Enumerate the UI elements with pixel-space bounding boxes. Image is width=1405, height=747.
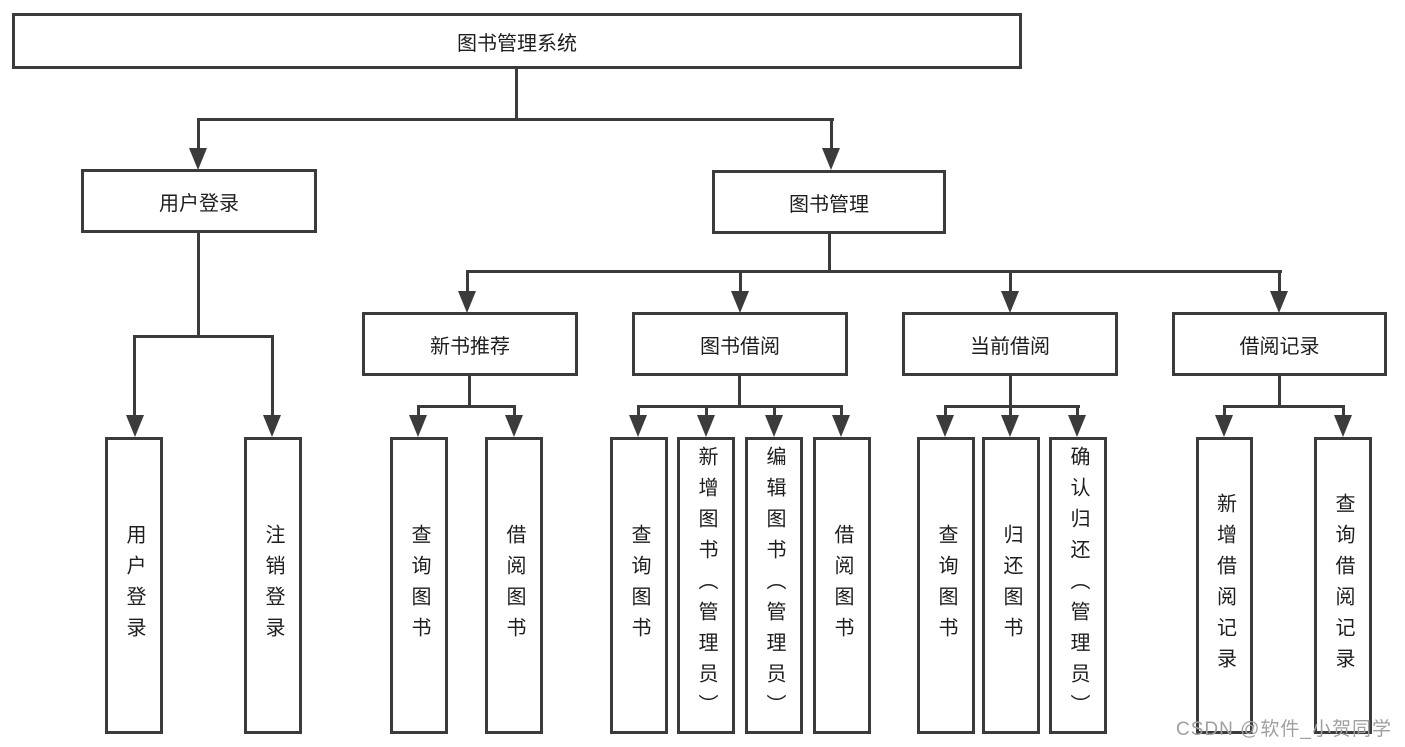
leaf-borrow-books-2-label: 借阅图书 bbox=[831, 523, 853, 648]
node-new-book-recommend: 新书推荐 bbox=[362, 312, 578, 376]
node-borrow-records: 借阅记录 bbox=[1172, 312, 1387, 376]
leaf-borrow-books-1: 借阅图书 bbox=[485, 437, 543, 734]
connector-borrowsec-bar bbox=[637, 405, 842, 408]
arrow-to-leaf-add-record-icon bbox=[1215, 415, 1233, 437]
connector-recordsec-drop2 bbox=[1342, 405, 1345, 417]
connector-currentsec-bar bbox=[944, 405, 1080, 408]
arrow-to-leaf-confirm-return-icon bbox=[1068, 415, 1086, 437]
arrow-to-new-book-recommend-icon bbox=[458, 291, 476, 313]
arrow-to-leaf-borrow-books-2-icon bbox=[832, 415, 850, 437]
arrow-to-leaf-logout-icon bbox=[263, 415, 281, 437]
arrow-to-leaf-return-book-icon bbox=[1001, 415, 1019, 437]
leaf-confirm-return-admin-label: 确认归还（管理员） bbox=[1067, 446, 1089, 725]
leaf-add-book-admin-label: 新增图书（管理员） bbox=[695, 446, 717, 725]
connector-userlogin-stem bbox=[197, 233, 200, 337]
arrow-to-leaf-query-books-1-icon bbox=[409, 415, 427, 437]
leaf-user-login-label: 用户登录 bbox=[123, 523, 145, 648]
node-book-borrow-label: 图书借阅 bbox=[700, 335, 780, 358]
connector-recordsec-bar bbox=[1223, 405, 1345, 408]
node-current-borrow: 当前借阅 bbox=[902, 312, 1118, 376]
connector-borrowsec-drop4 bbox=[840, 405, 843, 417]
arrow-to-user-login-icon bbox=[189, 148, 207, 170]
connector-recordsec-stem bbox=[1278, 375, 1281, 407]
node-root-label: 图书管理系统 bbox=[457, 32, 577, 55]
connector-currentsec-drop2 bbox=[1009, 405, 1012, 417]
leaf-edit-book-admin-label: 编辑图书（管理员） bbox=[763, 446, 785, 725]
leaf-logout-label: 注销登录 bbox=[262, 523, 284, 648]
leaf-query-borrow-record-label: 查询借阅记录 bbox=[1332, 492, 1354, 679]
arrow-to-leaf-query-books-2-icon bbox=[629, 415, 647, 437]
connector-root-bar bbox=[197, 118, 834, 121]
csdn-watermark: CSDN @软件_小贺同学 bbox=[1176, 719, 1392, 740]
connector-recordsec-drop1 bbox=[1223, 405, 1226, 417]
leaf-borrow-books-1-label: 借阅图书 bbox=[503, 523, 525, 648]
leaf-query-books-3-label: 查询图书 bbox=[935, 523, 957, 648]
node-book-borrow: 图书借阅 bbox=[632, 312, 848, 376]
node-user-login-label: 用户登录 bbox=[159, 192, 239, 215]
arrow-to-leaf-user-login-icon bbox=[126, 415, 144, 437]
leaf-add-book-admin: 新增图书（管理员） bbox=[677, 437, 735, 734]
arrow-to-book-borrow-icon bbox=[731, 291, 749, 313]
connector-recommend-drop2 bbox=[513, 405, 516, 417]
leaf-borrow-books-2: 借阅图书 bbox=[813, 437, 871, 734]
node-book-management: 图书管理 bbox=[712, 170, 946, 234]
leaf-query-books-2: 查询图书 bbox=[610, 437, 668, 734]
leaf-add-borrow-record: 新增借阅记录 bbox=[1196, 437, 1253, 734]
connector-borrowsec-stem bbox=[738, 375, 741, 407]
node-borrow-records-label: 借阅记录 bbox=[1239, 335, 1320, 358]
arrow-to-leaf-edit-book-icon bbox=[765, 415, 783, 437]
connector-bookmgmt-drop2 bbox=[739, 270, 742, 295]
leaf-user-login: 用户登录 bbox=[105, 437, 163, 734]
connector-borrowsec-drop2 bbox=[705, 405, 708, 417]
node-new-book-recommend-label: 新书推荐 bbox=[430, 335, 510, 358]
connector-recommend-bar bbox=[417, 405, 516, 408]
leaf-query-books-1: 查询图书 bbox=[390, 437, 448, 734]
leaf-return-book-label: 归还图书 bbox=[1000, 523, 1022, 648]
connector-root-drop-left bbox=[197, 118, 200, 151]
connector-bookmgmt-drop4 bbox=[1278, 270, 1281, 295]
connector-recommend-stem bbox=[468, 375, 471, 407]
connector-borrowsec-drop1 bbox=[637, 405, 640, 417]
connector-bookmgmt-bar bbox=[466, 270, 1282, 273]
arrow-to-leaf-query-books-3-icon bbox=[936, 415, 954, 437]
connector-borrowsec-drop3 bbox=[773, 405, 776, 417]
arrow-to-current-borrow-icon bbox=[1001, 291, 1019, 313]
connector-bookmgmt-drop1 bbox=[466, 270, 469, 295]
node-book-management-label: 图书管理 bbox=[789, 193, 869, 216]
leaf-query-books-3: 查询图书 bbox=[917, 437, 975, 734]
connector-userlogin-bar bbox=[133, 335, 274, 338]
leaf-query-books-1-label: 查询图书 bbox=[408, 523, 430, 648]
arrow-to-borrow-records-icon bbox=[1270, 291, 1288, 313]
connector-currentsec-stem bbox=[1009, 375, 1012, 407]
arrow-to-leaf-borrow-books-1-icon bbox=[505, 415, 523, 437]
connector-currentsec-drop1 bbox=[944, 405, 947, 417]
node-current-borrow-label: 当前借阅 bbox=[970, 335, 1050, 358]
leaf-logout: 注销登录 bbox=[244, 437, 302, 734]
arrow-to-leaf-query-record-icon bbox=[1334, 415, 1352, 437]
leaf-edit-book-admin: 编辑图书（管理员） bbox=[745, 437, 803, 734]
connector-root-drop-right bbox=[830, 118, 833, 151]
arrow-to-leaf-add-book-icon bbox=[697, 415, 715, 437]
connector-bookmgmt-stem bbox=[828, 234, 831, 272]
leaf-query-borrow-record: 查询借阅记录 bbox=[1314, 437, 1372, 734]
node-user-login: 用户登录 bbox=[81, 169, 317, 233]
connector-currentsec-drop3 bbox=[1076, 405, 1079, 417]
leaf-add-borrow-record-label: 新增借阅记录 bbox=[1213, 492, 1236, 679]
node-root: 图书管理系统 bbox=[12, 13, 1022, 69]
connector-userlogin-drop1 bbox=[133, 335, 136, 417]
connector-recommend-drop1 bbox=[417, 405, 420, 417]
arrow-to-book-management-icon bbox=[822, 148, 840, 170]
connector-userlogin-drop2 bbox=[271, 335, 274, 417]
connector-bookmgmt-drop3 bbox=[1009, 270, 1012, 295]
leaf-confirm-return-admin: 确认归还（管理员） bbox=[1049, 437, 1107, 734]
leaf-return-book: 归还图书 bbox=[982, 437, 1040, 734]
leaf-query-books-2-label: 查询图书 bbox=[628, 523, 650, 648]
connector-root-stem bbox=[515, 67, 518, 120]
